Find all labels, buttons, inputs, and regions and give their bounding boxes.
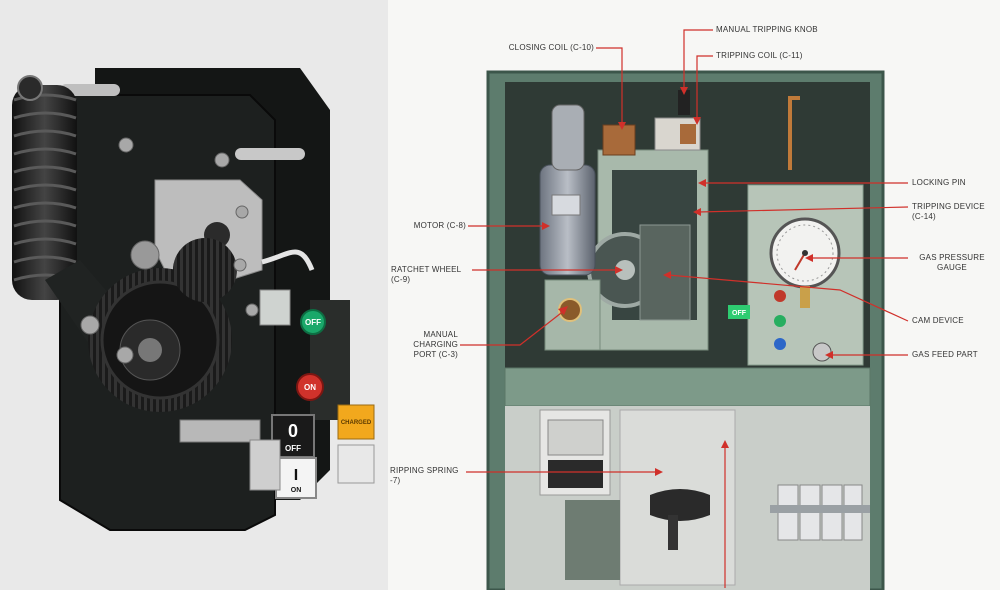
red-on-label: ON	[304, 383, 316, 392]
cam-assembly	[639, 224, 691, 321]
label-motor: MOTOR (C-8)	[413, 221, 466, 230]
on-push-label: ON	[291, 487, 302, 494]
spring-base	[650, 489, 710, 521]
off-indicator-text: OFF	[732, 310, 747, 317]
off-indicator	[728, 305, 750, 319]
green-off-button[interactable]: OFF	[300, 309, 326, 335]
label-tripping-spring-line1: RIPPING SPRING	[390, 466, 459, 475]
label-gas-feed-part: GAS FEED PART	[912, 350, 978, 359]
off-push-number: 0	[288, 421, 298, 441]
lower-switch	[565, 500, 620, 580]
closing-spring	[12, 75, 77, 300]
label-tripping-device-line1: TRIPPING DEVICE	[912, 202, 985, 211]
label-manual-charging-line2: CHARGING	[413, 340, 458, 349]
closing-coil	[602, 124, 636, 156]
label-gas-pressure-gauge: GAS PRESSURE GAUGE	[912, 253, 992, 273]
upper-gear	[173, 238, 237, 302]
motor	[539, 104, 596, 276]
label-gas-pressure-gauge-line1: GAS PRESSURE	[919, 253, 985, 262]
gas-feed-part	[812, 342, 832, 362]
bottom-bracket	[179, 419, 261, 443]
tripping-coil	[680, 124, 696, 144]
red-on-button[interactable]: ON	[296, 373, 324, 401]
label-tripping-spring-line2: -7)	[390, 476, 401, 485]
gas-pipe	[788, 96, 800, 170]
label-ratchet-wheel: RATCHET WHEEL (C-9)	[391, 265, 461, 285]
off-push-label: OFF	[285, 444, 301, 453]
label-closing-coil: CLOSING COIL (C-10)	[508, 43, 594, 52]
label-manual-charging-port: MANUAL CHARGING PORT (C-3)	[390, 330, 458, 360]
guide-rod	[60, 84, 120, 96]
red-lamp	[774, 290, 786, 302]
off-push-button[interactable]: 0 OFF	[271, 414, 315, 458]
green-off-label: OFF	[305, 318, 321, 327]
breaker-mechanism: OFF ON CHARGED 0 OFF I ON	[12, 68, 375, 531]
blue-lamp	[774, 338, 786, 350]
switchgear-cabinet: OFF	[486, 70, 885, 590]
annotation-arrowheads	[542, 87, 833, 476]
label-tripping-coil: TRIPPING COIL (C-11)	[716, 51, 803, 60]
label-ratchet-wheel-line1: RATCHET WHEEL	[391, 265, 462, 274]
label-manual-charging-line1: MANUAL	[423, 330, 458, 339]
gas-pressure-gauge	[769, 217, 841, 308]
tripping-spring-cover	[619, 409, 736, 586]
manual-tripping-knob	[678, 90, 690, 115]
label-tripping-device-line2: (C-14)	[912, 212, 936, 221]
gear-hub	[130, 240, 160, 270]
on-push-button[interactable]: I ON	[275, 457, 317, 499]
mcb-row	[770, 484, 870, 541]
label-manual-charging-line3: PORT (C-3)	[413, 350, 458, 359]
label-plate	[259, 289, 291, 326]
bottom-block	[249, 439, 281, 491]
label-locking-pin: LOCKING PIN	[912, 178, 966, 187]
middle-rail	[504, 367, 871, 407]
on-push-symbol: I	[294, 467, 298, 484]
wire	[261, 249, 315, 271]
green-lamp	[774, 315, 786, 327]
charged-indicator-text: CHARGED	[341, 420, 372, 426]
label-tripping-device: TRIPPING DEVICE (C-14)	[912, 202, 985, 222]
guide-rod	[235, 148, 305, 160]
label-cam-device: CAM DEVICE	[912, 316, 964, 325]
label-gas-pressure-gauge-line2: GAUGE	[937, 263, 967, 272]
label-ratchet-wheel-line2: (C-9)	[391, 275, 411, 284]
charged-indicator: CHARGED	[337, 404, 375, 484]
label-manual-tripping-knob: MANUAL TRIPPING KNOB	[716, 25, 818, 34]
annotation-leaders	[460, 29, 909, 588]
label-tripping-spring: RIPPING SPRING -7)	[390, 466, 459, 486]
